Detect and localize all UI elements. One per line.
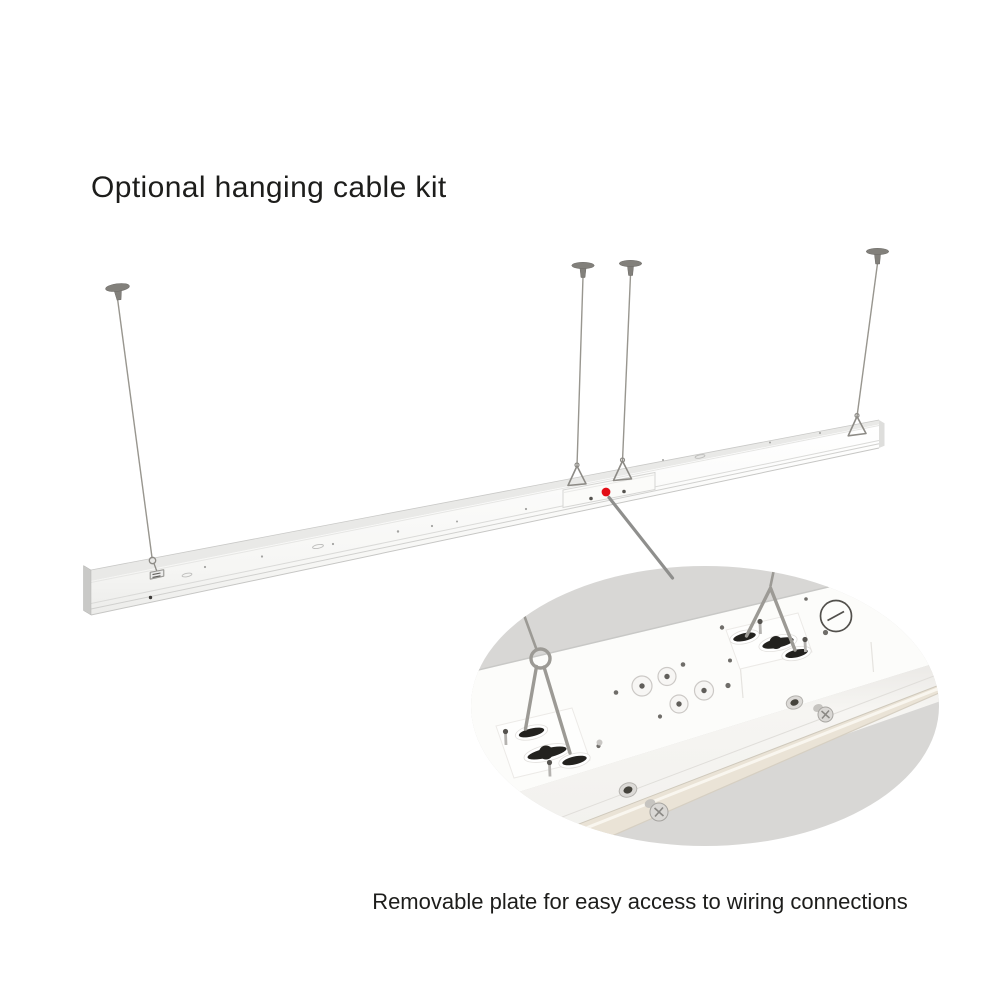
ceiling-canopies	[105, 248, 889, 301]
hanging-cable-kit	[116, 263, 879, 558]
inset-small-holes	[596, 597, 829, 749]
endcap-left	[83, 565, 92, 616]
wiring-knockout	[819, 599, 853, 633]
fixture-back-edge	[90, 419, 880, 571]
v-bracket-mid-right	[612, 457, 633, 482]
canopy-left	[105, 283, 130, 301]
small-dimpled-hole	[596, 739, 603, 746]
side-grommets	[618, 695, 804, 798]
dimples	[631, 666, 715, 714]
rail-bottom-edge	[471, 685, 939, 846]
cable-right	[856, 263, 879, 417]
canopy-right	[866, 248, 889, 265]
lens-groove-1	[90, 440, 880, 604]
keyhole-slots-right	[729, 629, 812, 662]
top-face-knockout-ovals	[181, 454, 706, 578]
page-title: Optional hanging cable kit	[91, 171, 447, 204]
hanger-ring	[529, 647, 552, 670]
v-bracket-right	[847, 412, 867, 437]
front-face-hole	[148, 595, 153, 600]
endcap-right	[879, 420, 885, 448]
inset-side-face	[471, 657, 939, 846]
cable-attachments	[148, 412, 867, 580]
fixture-fold-shadow	[90, 425, 880, 583]
rail-screws	[644, 704, 834, 822]
side-panel-seam-2	[870, 641, 875, 673]
gripper-left	[148, 556, 165, 580]
cable-left	[116, 298, 153, 558]
cable-mid-left	[576, 276, 584, 467]
plate-screw-right	[622, 489, 626, 494]
detail-inset	[471, 566, 939, 846]
canopy-mid-left	[571, 262, 595, 278]
leader-line	[607, 495, 675, 580]
plate-screw-left	[589, 496, 593, 501]
lens-groove-2	[90, 443, 880, 610]
fixture-top-face	[91, 420, 879, 581]
canopy-mid-right	[619, 260, 642, 276]
cable-mid-right	[621, 274, 632, 462]
red-dot-marker	[601, 487, 611, 497]
fixture-bottom-edge	[90, 447, 880, 616]
inset-content	[471, 566, 939, 846]
caption-text: Removable plate for easy access to wirin…	[372, 889, 908, 914]
light-fixture	[83, 419, 885, 616]
v-bracket-mid-left	[567, 462, 587, 487]
retaining-pins	[502, 618, 808, 777]
top-face-holes	[203, 432, 821, 569]
